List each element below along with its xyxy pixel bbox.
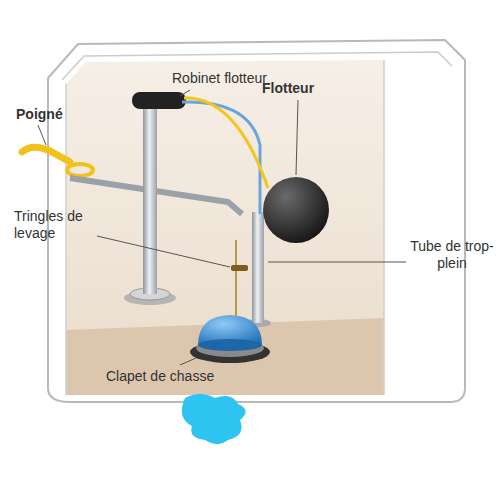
tube	[252, 212, 264, 323]
handle-lever	[22, 147, 70, 162]
leader-line	[38, 125, 46, 145]
part-label-box: Flotteur	[262, 80, 314, 97]
float-arm	[184, 98, 268, 188]
flapper-seat	[196, 339, 264, 357]
flapper	[190, 315, 270, 363]
part-label: Flotteur	[262, 80, 314, 97]
lift-rods	[231, 212, 248, 318]
rod-clip	[231, 265, 248, 271]
fill-valve	[124, 92, 186, 305]
leader-line	[296, 100, 298, 175]
part-label-box: Tringles de levage	[14, 208, 98, 241]
handle-ring	[67, 164, 93, 176]
leader-line	[268, 262, 406, 263]
leader-lines	[38, 90, 406, 365]
valve-pipe	[143, 106, 157, 294]
flapper-rim	[198, 339, 262, 351]
lift-rod	[235, 240, 237, 318]
tank-shell	[48, 40, 465, 402]
part-label: Poigné	[16, 106, 63, 123]
part-label: Tube de trop-plein	[410, 238, 494, 271]
tank	[48, 40, 465, 402]
part-label-box: Tube de trop-plein	[410, 238, 494, 271]
leader-line	[180, 90, 190, 96]
overflow-tube	[245, 212, 271, 327]
part-label-box: Robinet flotteur	[172, 70, 267, 87]
leader-line	[97, 236, 230, 267]
handle	[22, 147, 242, 214]
part-label-box: Clapet de chasse	[106, 368, 214, 385]
part-label: Tringles de levage	[14, 208, 98, 241]
tank-wall-edge	[65, 84, 67, 395]
leader-line	[180, 358, 196, 365]
part-label: Robinet flotteur	[172, 70, 267, 87]
refill-tube	[182, 102, 260, 214]
float-ball	[263, 177, 329, 243]
part-label-box: Poigné	[16, 106, 63, 123]
tank-wall-edge	[383, 60, 385, 395]
water-puddle	[182, 394, 246, 444]
valve-cap	[132, 92, 186, 109]
tank-interior	[66, 60, 384, 395]
part-label: Clapet de chasse	[106, 368, 214, 385]
